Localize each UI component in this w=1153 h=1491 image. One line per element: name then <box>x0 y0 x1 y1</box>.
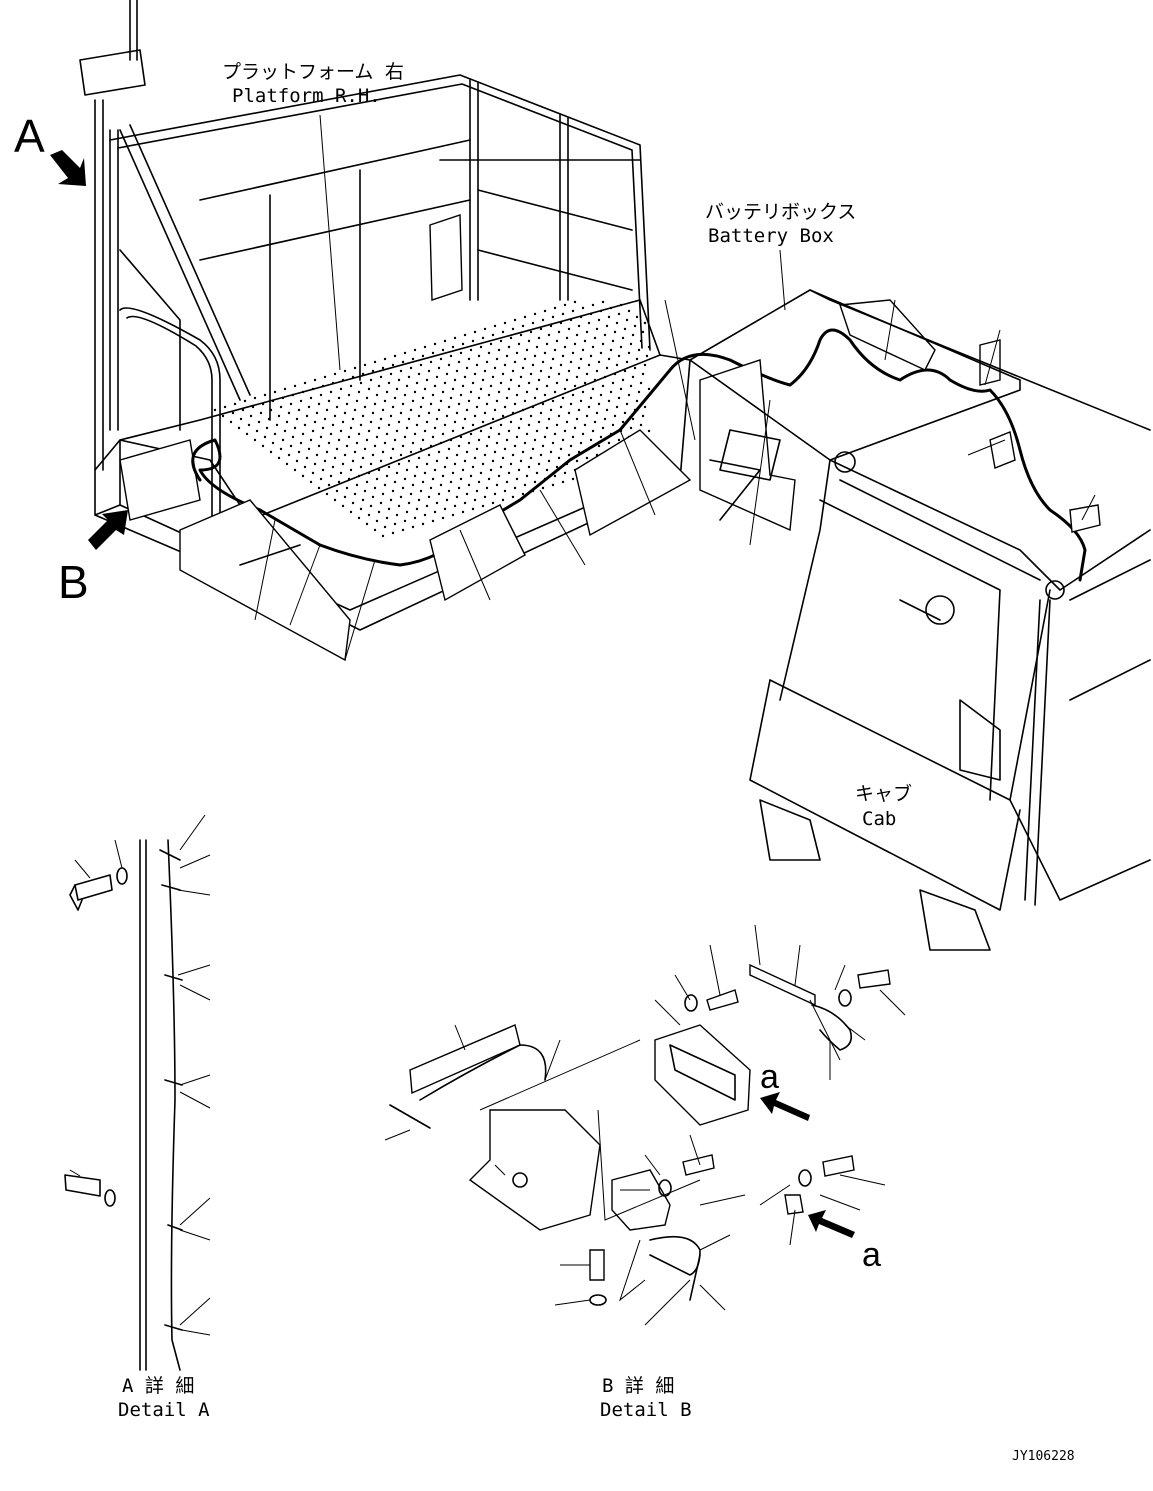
harness-tags <box>179 299 1101 662</box>
battery-label-jp: バッテリボックス <box>705 201 856 223</box>
detail-b <box>384 924 906 1326</box>
detail-b-label-en: Detail B <box>600 1399 692 1421</box>
view-arrows <box>50 150 128 550</box>
detail-a <box>64 814 211 1371</box>
arrow-a-label-1: a <box>760 1058 779 1096</box>
view-a-label: A <box>14 110 45 162</box>
leader-lines <box>254 114 1096 661</box>
harness-platform <box>191 328 1087 582</box>
cab-label-jp: キャブ <box>855 782 912 805</box>
platform-assembly <box>79 0 691 631</box>
view-b-label: B <box>58 556 89 608</box>
perforated-deck <box>213 300 651 538</box>
cab <box>749 451 1151 951</box>
arrow-a-label-2: a <box>862 1236 881 1274</box>
battery-label-en: Battery Box <box>708 225 834 247</box>
text-labels: プラットフォーム 右 Platform R.H. バッテリボックス Batter… <box>14 61 1075 1464</box>
platform-label-en: Platform R.H. <box>232 85 381 107</box>
battery-box <box>689 289 1151 701</box>
detail-a-label-jp: A 詳 細 <box>122 1375 194 1397</box>
platform-label-jp: プラットフォーム 右 <box>222 61 404 83</box>
cab-label-en: Cab <box>862 808 896 830</box>
drawing-number: JY106228 <box>1012 1449 1075 1464</box>
detail-b-label-jp: B 詳 細 <box>602 1375 674 1397</box>
detail-a-label-en: Detail A <box>118 1399 210 1421</box>
